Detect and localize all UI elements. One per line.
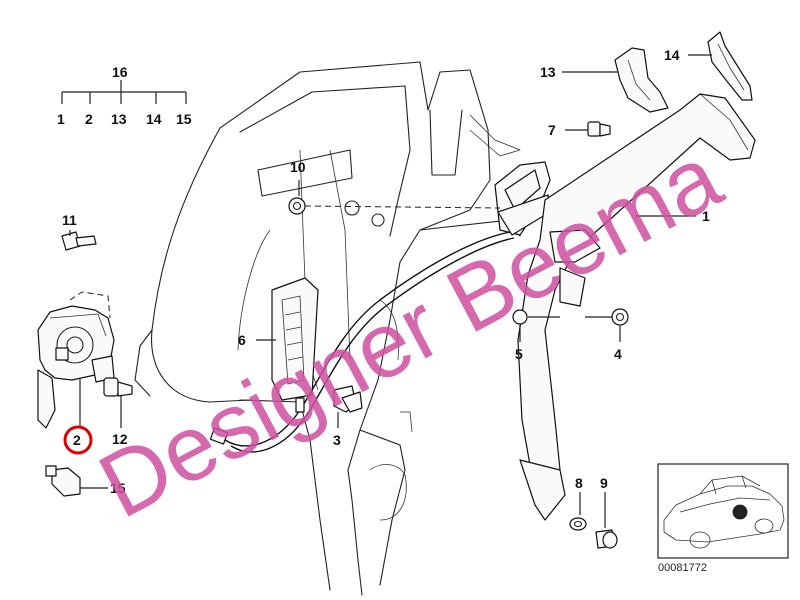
label-group-16: 16 <box>112 64 128 80</box>
label-group-item-4: 14 <box>146 111 162 127</box>
screw-15 <box>45 465 81 497</box>
label-part-15: 15 <box>110 480 126 496</box>
label-group-item-5: 15 <box>176 111 192 127</box>
label-part-9: 9 <box>600 475 608 491</box>
seat-belt-webbing <box>517 93 756 521</box>
highlight-ring <box>63 425 93 455</box>
clip-3 <box>333 385 363 413</box>
label-part-3: 3 <box>333 432 341 448</box>
label-part-7: 7 <box>548 122 556 138</box>
nut-10 <box>288 197 306 215</box>
label-part-13: 13 <box>540 64 556 80</box>
label-part-6: 6 <box>238 332 246 348</box>
trim-cover-13 <box>614 47 669 113</box>
bowden-cable <box>209 231 515 453</box>
retractor-link <box>69 291 111 319</box>
label-group-item-2: 2 <box>85 111 93 127</box>
label-part-8: 8 <box>575 475 583 491</box>
belt-retractor-2 <box>37 305 115 429</box>
label-group-item-1: 1 <box>57 111 65 127</box>
car-locator-inset <box>657 463 789 559</box>
bolt-7 <box>587 121 611 137</box>
label-part-10: 10 <box>290 159 306 175</box>
nut-4 <box>611 308 629 326</box>
label-part-11: 11 <box>62 212 77 228</box>
screw-11 <box>61 231 97 251</box>
reference-code: 00081772 <box>658 562 707 574</box>
label-part-12: 12 <box>112 431 128 447</box>
bolt-12 <box>103 377 133 397</box>
cap-5 <box>512 309 528 325</box>
label-part-5: 5 <box>515 346 523 362</box>
bracket-6 <box>271 277 319 401</box>
leader-lines <box>61 54 712 528</box>
label-part-4: 4 <box>614 346 622 362</box>
alignment-line <box>304 205 501 209</box>
label-part-1: 1 <box>702 208 710 224</box>
label-part-2: 2 <box>73 432 81 448</box>
trim-cover-14 <box>707 31 753 101</box>
watermark: Designer Beema <box>84 126 738 538</box>
washer-8 <box>569 517 587 531</box>
bolt-9 <box>595 529 618 549</box>
label-group-item-3: 13 <box>111 111 127 127</box>
label-part-14: 14 <box>664 47 680 63</box>
